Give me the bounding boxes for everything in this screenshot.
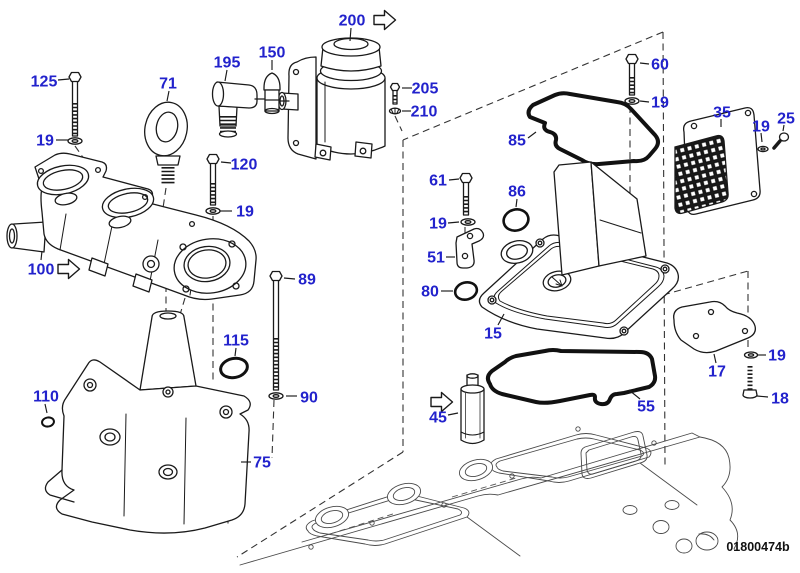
callout-195-3: 195 <box>214 55 241 72</box>
washer-19-b <box>624 97 640 105</box>
washer-19-f <box>743 351 759 359</box>
part-195-elbow-connector <box>211 81 258 138</box>
callout-61-15: 61 <box>429 173 447 190</box>
bolt-61 <box>459 172 473 216</box>
callout-leader-61-15 <box>448 178 460 181</box>
part-35-grille-plate <box>674 107 761 215</box>
callout-leader-110-25 <box>44 403 48 414</box>
callout-35-10: 35 <box>713 105 731 122</box>
callout-15-19: 15 <box>484 326 502 343</box>
bolt-60 <box>625 53 639 96</box>
oring-80 <box>453 281 479 301</box>
callout-19-9: 19 <box>651 95 669 112</box>
callout-leader-200-5 <box>349 27 352 42</box>
callout-25-12: 25 <box>777 111 795 128</box>
callout-leader-86-14 <box>515 198 518 208</box>
callout-17-30: 17 <box>708 364 726 381</box>
bolt-25 <box>772 132 790 150</box>
callout-125-0: 125 <box>31 74 58 91</box>
callout-85-13: 85 <box>508 133 526 150</box>
part-15-manifold-top-section <box>478 161 680 340</box>
part-200-vacuum-pump <box>277 37 386 161</box>
callout-110-25: 110 <box>33 389 59 406</box>
callout-leader-100-22 <box>40 250 43 261</box>
callout-45-28: 45 <box>429 410 447 427</box>
callout-leader-120-20 <box>220 161 232 164</box>
callout-leader-89-23 <box>283 277 296 280</box>
callout-19-16: 19 <box>429 216 447 233</box>
part-75-lower-manifold <box>44 310 251 534</box>
callout-115-24: 115 <box>223 333 249 350</box>
callout-layer: 125 19 71 195 150 200 205 210 60 19 35 19 25 85 86 61 19… <box>28 9 795 472</box>
callout-205-6: 205 <box>412 81 439 98</box>
callout-55-29: 55 <box>637 399 655 416</box>
part-85-gasket <box>526 91 660 167</box>
bolt-125 <box>68 71 82 137</box>
callout-210-7: 210 <box>411 104 438 121</box>
callout-leader-19-11 <box>760 132 763 143</box>
washer-19-d <box>460 218 476 226</box>
bolt-18 <box>742 366 758 399</box>
callout-leader-115-24 <box>234 347 237 357</box>
callout-200-5: 200 <box>339 13 366 30</box>
oring-110 <box>41 416 55 428</box>
callout-86-14: 86 <box>508 184 526 201</box>
bolt-89 <box>269 270 283 391</box>
oring-86 <box>502 208 530 232</box>
callout-150-4: 150 <box>259 45 286 62</box>
part-51-bracket <box>455 227 485 269</box>
callout-leader-19-16 <box>447 221 460 224</box>
continuation-arrow-100 <box>57 258 81 280</box>
callout-80-18: 80 <box>421 284 439 301</box>
callout-leader-45-28 <box>447 412 459 416</box>
washer-19-c <box>757 145 769 153</box>
callout-90-26: 90 <box>300 390 318 407</box>
callout-leader-19-9 <box>639 100 650 103</box>
lock-washer-210 <box>388 107 402 115</box>
callout-60-8: 60 <box>651 57 669 74</box>
callout-leader-195-3 <box>224 69 228 82</box>
callout-leader-60-8 <box>639 62 650 65</box>
callout-120-20: 120 <box>231 157 258 174</box>
callout-71-2: 71 <box>159 76 177 93</box>
callout-leader-85-13 <box>527 131 537 139</box>
callout-leader-125-0 <box>57 78 70 81</box>
continuation-arrow-45 <box>430 391 454 413</box>
bolt-205 <box>389 82 401 105</box>
part-55-gasket <box>485 348 658 407</box>
washer-90 <box>268 392 284 400</box>
washer-19-e <box>205 207 221 215</box>
callout-leader-25-12 <box>782 124 785 132</box>
callout-19-31: 19 <box>768 348 786 365</box>
continuation-arrow-200 <box>373 9 397 31</box>
callout-19-21: 19 <box>236 204 254 221</box>
bolt-120 <box>206 153 220 206</box>
part-150-valve <box>254 72 290 115</box>
oring-115 <box>219 356 249 380</box>
callout-19-1: 19 <box>36 133 54 150</box>
callout-89-23: 89 <box>298 272 316 289</box>
engine-block-drawing <box>239 426 739 566</box>
figure-code: 01800474b <box>726 540 790 554</box>
callout-100-22: 100 <box>28 262 55 279</box>
callout-leader-18-32 <box>756 395 769 398</box>
callout-leader-15-19 <box>497 313 505 326</box>
callout-51-17: 51 <box>427 250 445 267</box>
part-45-cylinder <box>460 373 485 445</box>
callout-18-32: 18 <box>771 391 789 408</box>
callout-leader-17-30 <box>713 353 717 364</box>
part-100-upper-manifold <box>6 152 257 301</box>
callout-19-11: 19 <box>752 119 770 136</box>
part-17-cover-plate <box>673 300 756 354</box>
callout-leader-71-2 <box>166 90 170 102</box>
part-71-eye-bolt <box>144 101 188 184</box>
washer-19-a <box>67 137 83 145</box>
callout-leader-55-29 <box>628 389 641 400</box>
callout-75-27: 75 <box>253 455 271 472</box>
